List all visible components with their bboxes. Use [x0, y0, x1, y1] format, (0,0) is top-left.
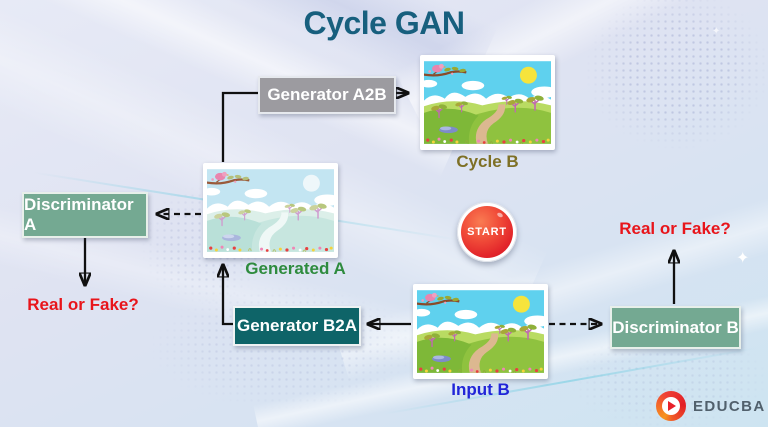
discriminator-b-node: Discriminator B	[610, 306, 741, 349]
generator-a2b-label: Generator A2B	[267, 85, 387, 104]
cycle-b-image	[420, 55, 555, 150]
input-b-image	[413, 284, 548, 379]
educba-logo-text: EDUCBA	[693, 397, 766, 415]
discriminator-a-node: Discriminator A	[22, 192, 148, 238]
generated-a-caption: Generated A	[245, 259, 346, 278]
educba-logo: EDUCBA	[656, 391, 766, 421]
generator-b2a-node: Generator B2A	[233, 306, 361, 346]
real-or-fake-text-a: Real or Fake?	[27, 295, 139, 314]
play-icon	[662, 397, 680, 415]
input-b-caption: Input B	[451, 380, 510, 399]
generated-a-image	[203, 163, 338, 258]
start-button[interactable]: START	[457, 202, 517, 262]
generator-b2a-label: Generator B2A	[237, 316, 357, 335]
page-title: Cycle GAN	[303, 5, 465, 41]
discriminator-b-label: Discriminator B	[612, 317, 739, 337]
discriminator-a-label: Discriminator A	[24, 195, 134, 234]
cycle-b-caption: Cycle B	[456, 152, 519, 171]
spring-landscape-art	[424, 59, 551, 146]
educba-logo-icon	[656, 391, 686, 421]
generator-a2b-node: Generator A2B	[258, 76, 396, 114]
arrow-generator-b2a-to-generated-a	[223, 266, 234, 326]
spring-landscape-art	[417, 288, 544, 375]
start-button-face[interactable]: START	[461, 206, 513, 258]
real-or-fake-text-b: Real or Fake?	[619, 219, 731, 238]
winter-landscape-art	[207, 167, 334, 254]
